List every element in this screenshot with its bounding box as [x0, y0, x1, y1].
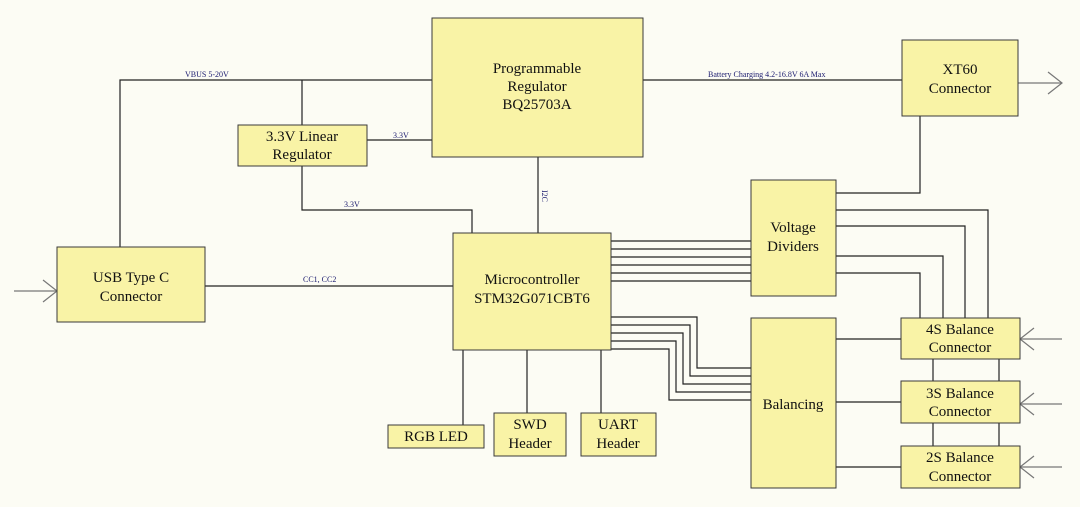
block-text: Header [596, 436, 639, 452]
wire-mcu-balancing-1 [611, 316, 751, 369]
block-usb-type-c-connector: USB Type C Connector [56, 246, 206, 323]
wire-divider-4s-d [836, 272, 921, 318]
block-swd-header: SWD Header [493, 412, 567, 457]
block-text: STM32G071CBT6 [474, 291, 590, 307]
4s-input-arrow [1019, 327, 1062, 351]
block-balancing: Balancing [750, 317, 837, 489]
block-text: UART [598, 417, 638, 433]
wire-3v3-mcu [301, 166, 473, 233]
block-text: Regulator [507, 79, 566, 95]
block-linear-regulator: 3.3V Linear Regulator [237, 124, 368, 167]
3s-input-arrow [1019, 392, 1062, 416]
wire-divider-4s-a [836, 209, 989, 318]
label-vbus: VBUS 5-20V [185, 70, 229, 79]
block-uart-header: UART Header [580, 412, 657, 457]
label-3v3-mcu: 3.3V [344, 200, 360, 209]
block-text: 3.3V Linear [266, 129, 338, 145]
block-xt60-connector: XT60 Connector [901, 39, 1019, 117]
block-text: Regulator [272, 147, 331, 163]
wire-vbus [119, 79, 432, 247]
block-text: RGB LED [404, 429, 468, 445]
wire-mcu-balancing-4 [611, 340, 751, 393]
wires [119, 79, 1000, 468]
block-microcontroller: Microcontroller STM32G071CBT6 [452, 232, 612, 351]
block-2s-balance-connector: 2S Balance Connector [900, 445, 1021, 489]
block-voltage-dividers: Voltage Dividers [750, 179, 837, 297]
block-text: Dividers [767, 239, 819, 255]
2s-input-arrow [1019, 455, 1062, 479]
block-3s-balance-connector: 3S Balance Connector [900, 380, 1021, 424]
block-text: Connector [100, 289, 162, 305]
block-programmable-regulator: Programmable Regulator BQ25703A [431, 17, 644, 158]
wire-divider-4s-b [836, 225, 966, 318]
xt60-output-arrow [1018, 71, 1063, 95]
block-text: Connector [929, 469, 991, 485]
block-4s-balance-connector: 4S Balance Connector [900, 317, 1021, 360]
block-text: Connector [929, 340, 991, 356]
block-text: Balancing [763, 397, 824, 413]
block-text: Header [508, 436, 551, 452]
wire-divider-4s-c [836, 255, 944, 318]
block-text: Programmable [493, 61, 582, 77]
external-arrows [14, 71, 1063, 479]
label-3v3-regulator: 3.3V [393, 131, 409, 140]
net-labels: VBUS 5-20V Battery Charging 4.2-16.8V 6A… [185, 70, 825, 284]
wire-mcu-balancing-2 [611, 324, 751, 377]
block-text: USB Type C [93, 270, 169, 286]
wire-mcu-balancing-5 [611, 348, 751, 401]
block-text: Microcontroller [485, 272, 580, 288]
block-text: SWD [513, 417, 547, 433]
block-text: 2S Balance [926, 450, 994, 466]
wire-mcu-balancing-3 [611, 332, 751, 385]
label-cc: CC1, CC2 [303, 275, 336, 284]
block-text: 3S Balance [926, 386, 994, 402]
label-battery-charging: Battery Charging 4.2-16.8V 6A Max [708, 70, 825, 79]
usb-input-arrow [14, 279, 58, 303]
block-text: Connector [929, 404, 991, 420]
label-i2c: I2C [540, 190, 549, 202]
block-text: 4S Balance [926, 322, 994, 338]
block-text: Connector [929, 81, 991, 97]
block-text: Voltage [770, 220, 816, 236]
block-rgb-led: RGB LED [387, 424, 485, 449]
block-text: BQ25703A [502, 97, 571, 113]
wire-xt60-dividers [836, 116, 921, 194]
block-text: XT60 [943, 62, 978, 78]
